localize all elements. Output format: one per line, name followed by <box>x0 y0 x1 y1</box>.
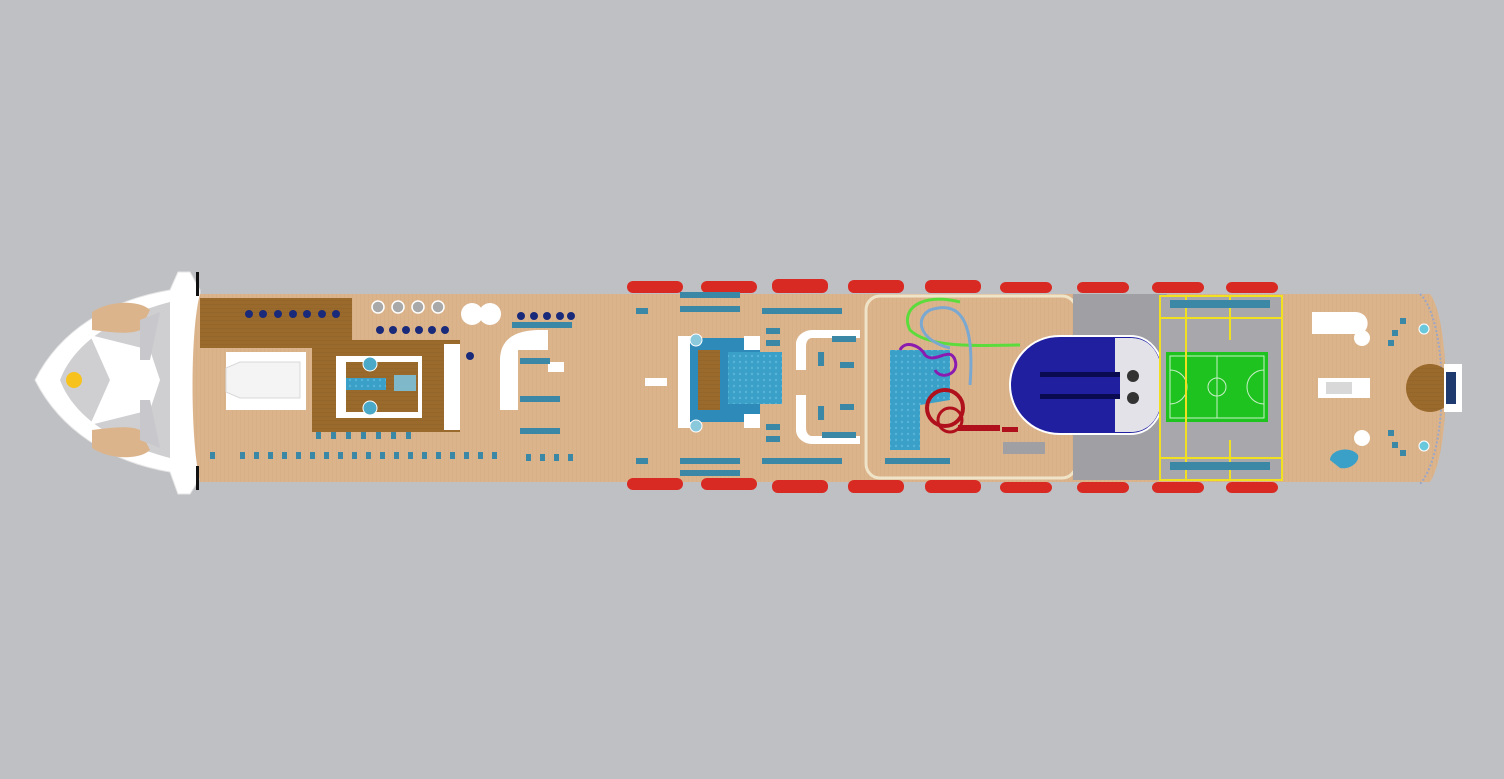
main-pool <box>645 333 782 433</box>
funnel <box>1008 335 1167 435</box>
lounger-rows <box>210 292 1406 476</box>
spa-pool <box>336 344 460 430</box>
mid-bar-north <box>796 330 860 370</box>
aft-deck <box>1312 312 1462 469</box>
waterslide-park <box>864 294 1078 480</box>
forward-bar-structure <box>500 330 548 410</box>
lifeboats-starboard <box>627 478 1278 493</box>
mid-bar-south <box>796 395 860 444</box>
lifeboats-port <box>627 279 1278 293</box>
sun-marker-icon <box>66 372 82 388</box>
bow-area <box>60 272 199 490</box>
sports-court <box>1159 295 1283 481</box>
